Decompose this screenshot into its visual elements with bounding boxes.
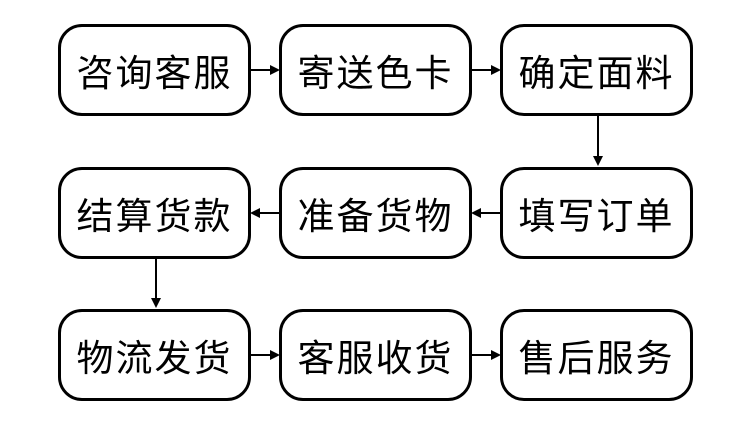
node-confirm-fabric: 确定面料 [500, 24, 693, 116]
node-after-sales: 售后服务 [500, 309, 693, 401]
node-settle-payment: 结算货款 [58, 167, 251, 259]
node-ship-goods: 物流发货 [58, 309, 251, 401]
node-send-swatch: 寄送色卡 [279, 24, 472, 116]
node-consult: 咨询客服 [58, 24, 251, 116]
node-receive-goods: 客服收货 [279, 309, 472, 401]
node-prepare-goods: 准备货物 [279, 167, 472, 259]
node-fill-order: 填写订单 [500, 167, 693, 259]
